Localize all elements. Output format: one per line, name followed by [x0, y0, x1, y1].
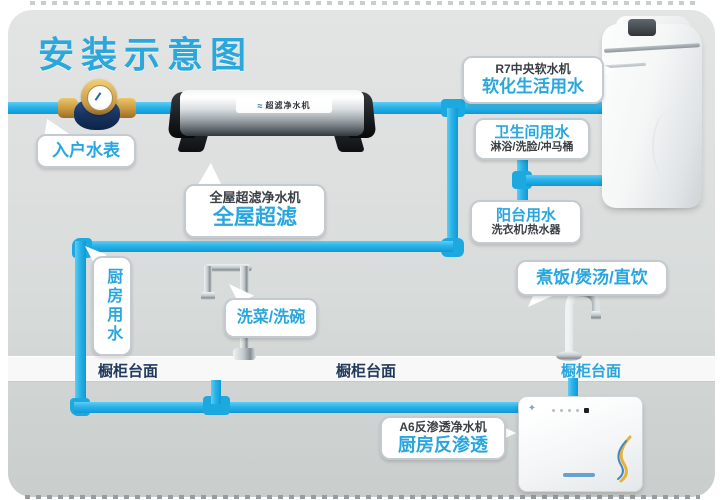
bubble-water-meter: 入户水表: [36, 134, 136, 168]
bubble-cook-drink: 煮饭/煲汤/直饮: [516, 260, 668, 296]
pipe-kitchen-run: [78, 241, 453, 252]
page-title: 安装示意图: [38, 34, 254, 75]
pipe-tee-sink: [203, 396, 230, 415]
top-perforation-edge: [30, 1, 700, 5]
water-meter-left-nut: [58, 98, 78, 118]
countertop-label-right: 橱柜台面: [561, 363, 622, 380]
softener-bubble-line1: R7中央软水机: [495, 62, 571, 77]
uf-filter-cylinder: [180, 90, 364, 136]
bottom-perforation-edge: [25, 495, 700, 499]
cook-label: 煮饭/煲汤/直饮: [536, 268, 648, 288]
bubble-kitchen-water: 厨房用水: [92, 256, 132, 356]
box-bathroom-water: 卫生间用水 淋浴/洗脸/冲马桶: [474, 118, 590, 160]
bathroom-line1: 卫生间用水: [494, 124, 570, 142]
pipe-ro-faucet-stub: [568, 378, 578, 400]
sink-label: 洗菜/洗碗: [236, 308, 306, 326]
bubble-softener: R7中央软水机 软化生活用水: [462, 56, 604, 104]
softener-control-panel: [628, 19, 656, 36]
softener-unit: [602, 24, 702, 208]
softener-bubble-line2: 软化生活用水: [482, 77, 584, 97]
bathroom-line2: 淋浴/洗脸/冲马桶: [490, 141, 574, 154]
pipe-sink-faucet-stub: [211, 380, 221, 404]
pipe-kitchen-drop: [75, 241, 86, 409]
pipe-drop-filtered: [447, 108, 458, 254]
ro-bubble-line1: A6反渗透净水机: [399, 419, 487, 434]
countertop: [8, 356, 715, 382]
kitchen-label: 厨房用水: [104, 268, 122, 344]
bubble-ro: A6反渗透净水机 厨房反渗透: [380, 416, 506, 460]
bubble-sink-use: 洗菜/洗碗: [224, 298, 318, 338]
countertop-label-middle: 橱柜台面: [336, 363, 397, 380]
uf-bubble-line2: 全屋超滤: [213, 206, 297, 230]
water-meter-right-nut: [116, 98, 136, 118]
balcony-line1: 阳台用水: [495, 207, 556, 225]
pipe-softener-branch: [526, 175, 612, 186]
balcony-line2: 洗衣机/热水器: [491, 224, 561, 237]
water-meter-label: 入户水表: [52, 141, 120, 161]
countertop-label-left: 橱柜台面: [98, 363, 159, 380]
uf-bubble-line1: 全屋超滤净水机: [209, 190, 301, 206]
uf-brand-logo-icon: ≈: [257, 100, 263, 111]
uf-brand-text: 超滤净水机: [265, 101, 311, 110]
ro-wave-graphic-icon: [617, 435, 632, 483]
ro-brand-mark: [563, 473, 595, 477]
softener-crease: [652, 110, 692, 182]
bubble-uf-filter: 全屋超滤净水机 全屋超滤: [184, 184, 326, 238]
ro-bubble-line2: 厨房反渗透: [398, 434, 488, 455]
uf-filter-brand-label: ≈ 超滤净水机: [236, 98, 332, 113]
pipe-undersink-run: [74, 402, 520, 413]
ro-indicator-lights: [552, 408, 589, 413]
ro-logo-icon: ✦: [527, 403, 537, 414]
water-meter-face: [87, 85, 113, 111]
box-balcony-water: 阳台用水 洗衣机/热水器: [470, 200, 582, 244]
